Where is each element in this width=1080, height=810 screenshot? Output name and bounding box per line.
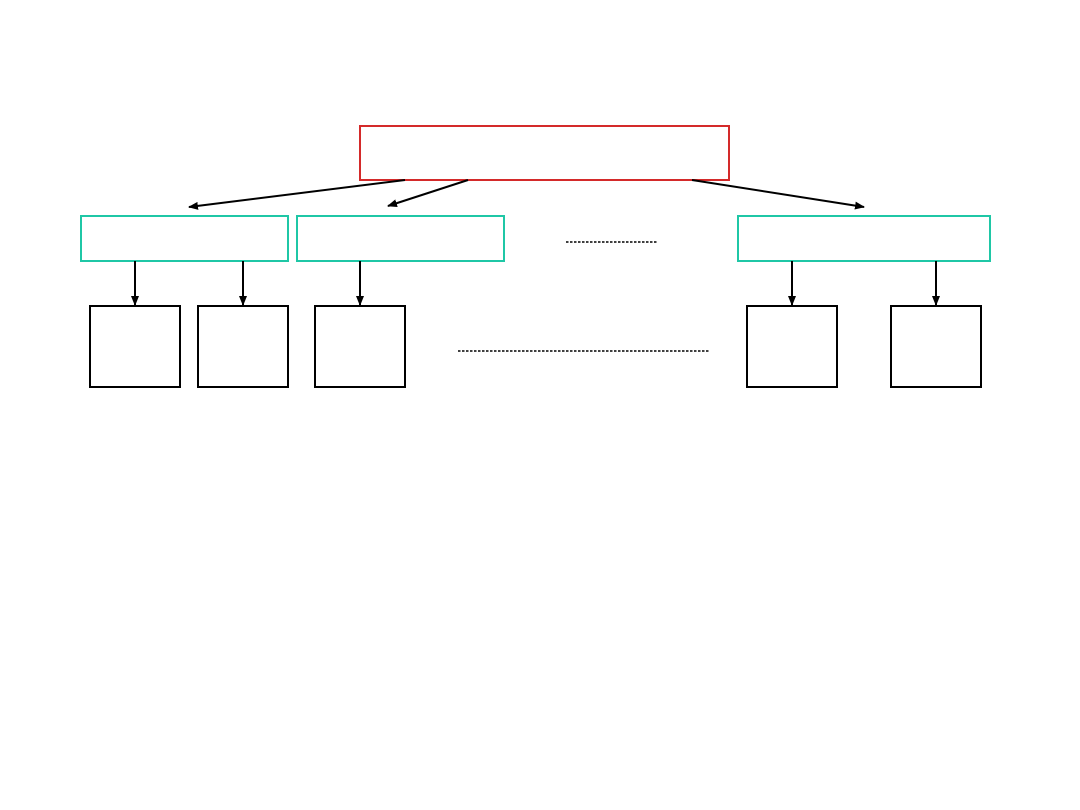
branch-box-1	[80, 215, 289, 262]
leaf-box-4	[746, 305, 838, 388]
branch-box-3	[737, 215, 991, 262]
leaf-box-2	[197, 305, 289, 388]
arrow-root-to-branch-1	[188, 179, 406, 210]
arrow-root-to-branch-2	[387, 179, 469, 208]
root-box	[359, 125, 730, 181]
branch-box-2	[296, 215, 505, 262]
arrow-root-to-branch-3	[691, 179, 865, 210]
leaf-box-1	[89, 305, 181, 388]
leaf-box-5	[890, 305, 982, 388]
leaf-box-3	[314, 305, 406, 388]
